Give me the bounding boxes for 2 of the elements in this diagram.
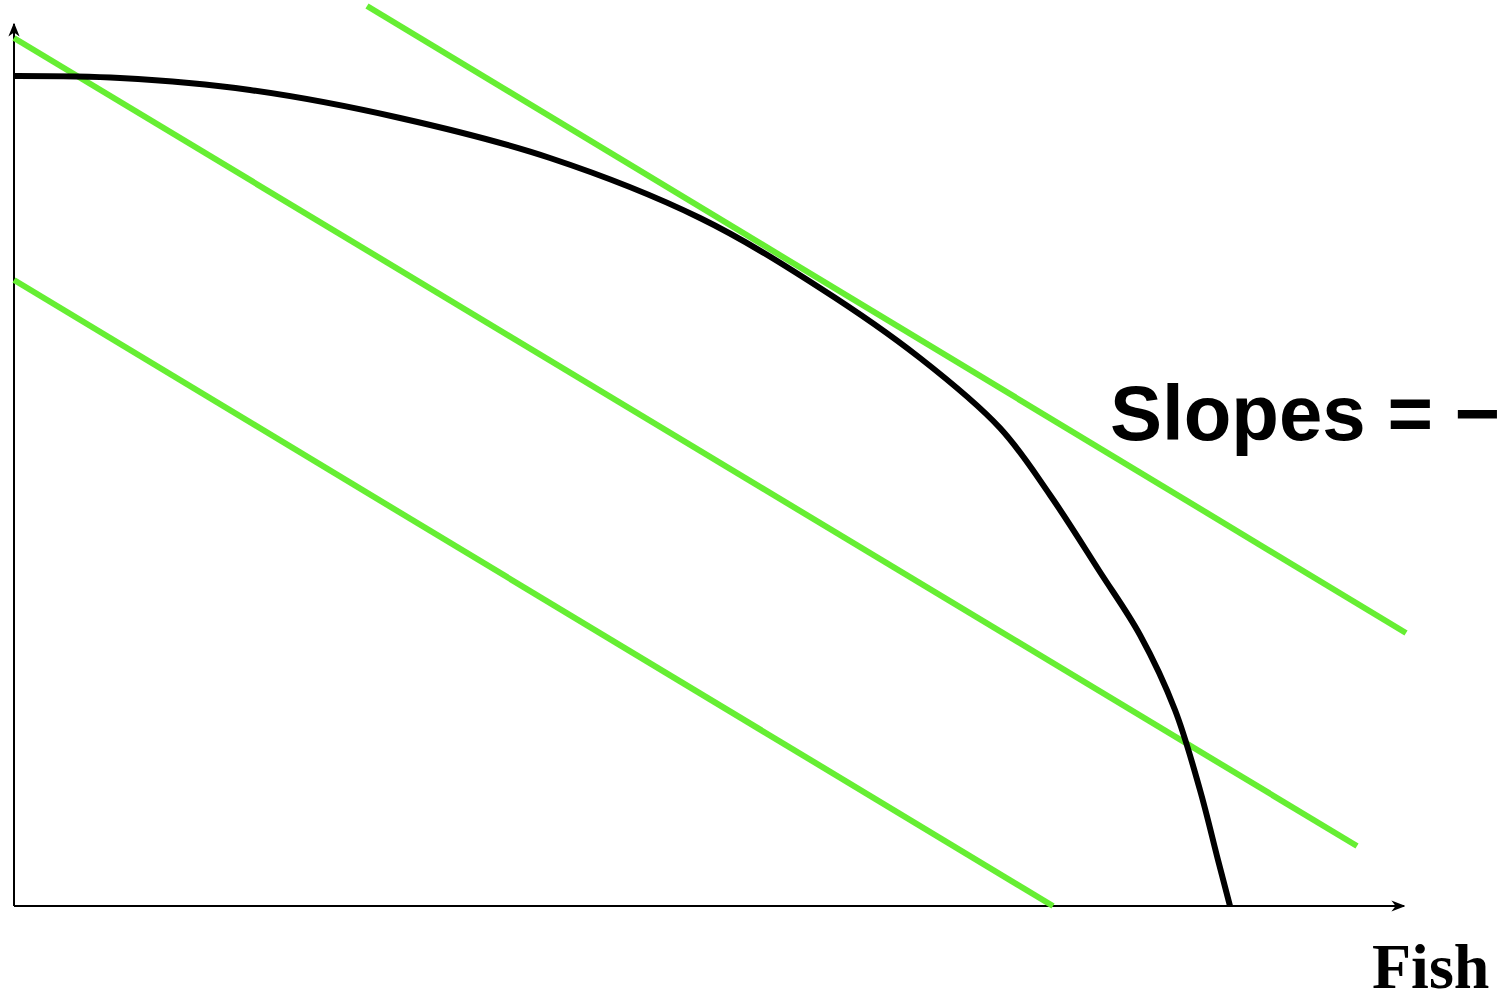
- axis-label: Fish: [1372, 930, 1490, 989]
- slope-annotation: Slopes = −: [1110, 368, 1501, 459]
